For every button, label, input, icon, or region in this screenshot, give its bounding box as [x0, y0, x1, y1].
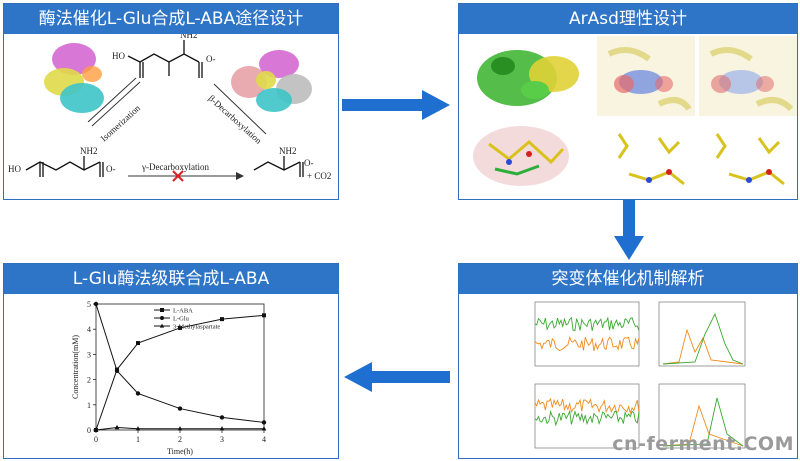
label-ho-top: HO — [112, 51, 125, 61]
isomerization-arrow — [87, 77, 141, 127]
data-point-square — [262, 313, 266, 318]
rational-design-title: ArAsd理性设计 — [459, 4, 797, 34]
active-site-image-1 — [597, 36, 695, 116]
protein-overview-image — [461, 36, 593, 116]
isomerase-structure-image — [44, 43, 104, 113]
y-axis-label: Concentration(mM) — [71, 335, 80, 399]
series-line-2 — [95, 426, 264, 431]
label-ominus-top: O- — [206, 54, 216, 64]
label-nh2-bottom: NH2 — [80, 146, 98, 156]
isomerization-label: Isomerization — [99, 103, 143, 144]
cascade-synthesis-title: L-Glu酶法级联合成L-ABA — [4, 264, 338, 294]
watermark: cn-ferment.COM — [612, 433, 794, 455]
data-point-circle — [114, 368, 120, 373]
x-tick-label: 0 — [94, 435, 98, 444]
distribution-orange-2 — [662, 404, 744, 447]
series-line-0 — [95, 314, 265, 431]
data-point-circle — [219, 415, 225, 420]
beta-decarboxylation-arrow — [213, 83, 267, 135]
md-trace-orange-2 — [534, 397, 640, 415]
data-point-circle — [261, 420, 267, 425]
label-nh2-top: NH2 — [180, 34, 198, 40]
decarboxylase-structure-image — [231, 50, 312, 112]
data-point-square — [136, 341, 140, 346]
binding-pocket-image — [461, 120, 593, 199]
gamma-decarboxylation-arrow — [128, 172, 244, 180]
data-point-triangle — [93, 427, 99, 432]
legend-marker — [160, 316, 164, 320]
mechanism-title: 突变体催化机制解析 — [459, 264, 797, 294]
legend-label: L-ABA — [173, 308, 193, 315]
md-simulation-plots — [534, 301, 746, 449]
label-ominus-product: O- — [304, 158, 314, 168]
data-point-circle — [135, 391, 141, 396]
y-tick-label: 3 — [87, 350, 91, 359]
md-plot-frame-4 — [658, 383, 746, 449]
data-point-triangle — [177, 426, 183, 431]
pathway-scheme: NH2 HO O- Isomerization β-Decarboxylatio… — [8, 34, 331, 182]
data-point-triangle — [114, 424, 120, 430]
label-co2: + CO2 — [307, 171, 331, 181]
x-tick-label: 3 — [220, 435, 224, 444]
gamma-decarboxylation-label: γ-Decarboxylation — [141, 162, 209, 172]
data-point-triangle — [219, 426, 225, 431]
distribution-orange-1 — [662, 328, 744, 365]
data-point-square — [220, 317, 224, 322]
y-tick-label: 4 — [87, 325, 91, 334]
legend-marker — [159, 323, 165, 328]
active-site-image-2 — [699, 36, 797, 116]
pathway-design-panel: 酶法催化L-Glu合成L-ABA途径设计 NH2 HO O- — [3, 3, 339, 200]
data-point-circle — [177, 406, 183, 411]
data-point-triangle — [135, 426, 141, 431]
beta-decarboxylation-label: β-Decarboxylation — [207, 93, 264, 146]
data-point-square — [178, 325, 182, 330]
residues-image-1 — [597, 120, 695, 199]
glutamate-structure — [25, 156, 104, 177]
y-tick-label: 5 — [87, 300, 91, 309]
legend-label: L-Glu — [173, 316, 190, 323]
distribution-green-2 — [662, 397, 744, 447]
md-plot-frame-3 — [534, 383, 640, 449]
arrow-left — [344, 362, 450, 392]
x-tick-label: 1 — [136, 435, 140, 444]
blocked-cross-icon — [172, 170, 184, 182]
series-line-1 — [95, 303, 265, 423]
md-plot-frame-1 — [534, 301, 640, 367]
y-tick-label: 2 — [87, 376, 91, 385]
distribution-green-1 — [662, 312, 744, 365]
md-trace-green-2 — [534, 409, 640, 427]
x-tick-label: 4 — [262, 435, 266, 444]
data-point-circle — [93, 301, 99, 307]
label-ho-bottom: HO — [8, 164, 21, 174]
label-ominus-bottom: O- — [106, 164, 116, 174]
label-nh2-product: NH2 — [279, 146, 297, 156]
rational-design-panel: ArAsd理性设计 — [458, 3, 798, 200]
pathway-design-title: 酶法催化L-Glu合成L-ABA途径设计 — [4, 4, 338, 34]
legend-label: 3-Methylaspartate — [173, 324, 220, 331]
residues-image-2 — [699, 120, 797, 199]
methylaspartate-structure — [127, 40, 203, 78]
arrow-down — [614, 200, 644, 260]
mechanism-panel: 突变体催化机制解析 — [458, 263, 798, 459]
data-point-triangle — [261, 426, 267, 431]
y-tick-label: 1 — [87, 401, 91, 410]
x-tick-label: 2 — [178, 435, 182, 444]
x-axis-label: Time(h) — [167, 447, 193, 456]
y-tick-label: 0 — [87, 426, 91, 435]
md-trace-green-1 — [534, 316, 640, 332]
arrow-right — [342, 90, 450, 120]
legend-marker — [160, 308, 164, 312]
aba-structure — [253, 156, 304, 177]
md-plot-frame-2 — [658, 301, 746, 367]
md-trace-orange-1 — [534, 335, 640, 352]
structure-images-grid — [461, 36, 797, 199]
